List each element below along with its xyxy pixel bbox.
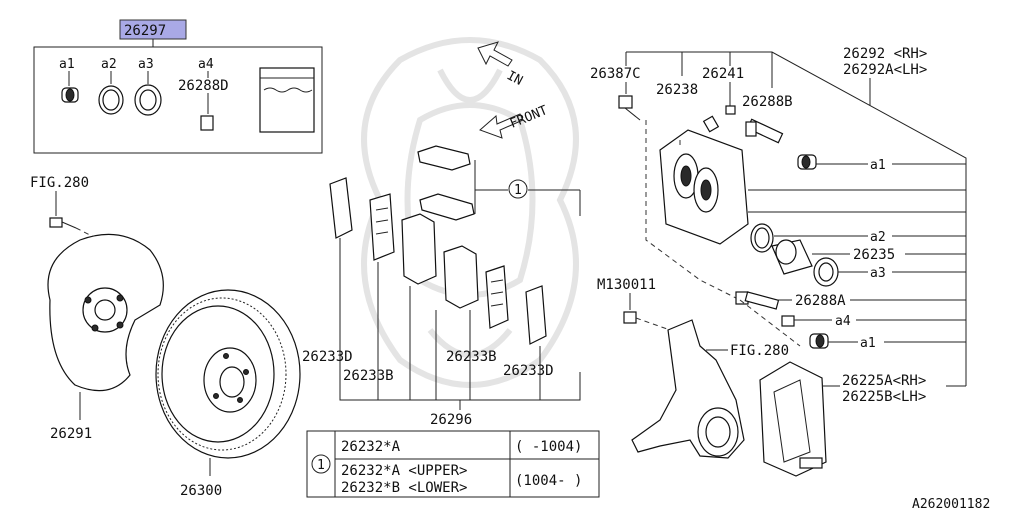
caliper-body-part [659, 129, 749, 245]
shim-b-left [369, 193, 395, 261]
kit-a3-label: a3 [138, 57, 154, 72]
brake-pad-outer [443, 245, 479, 309]
diagram-code: A262001182 [912, 497, 990, 512]
kit-part-number: 26297 [124, 23, 166, 39]
brake-rotor-part [155, 289, 301, 459]
pad-table-row1-range: ( -1004) [515, 439, 582, 455]
pad-set-number: 26296 [430, 412, 472, 428]
in-arrow-icon [477, 41, 513, 67]
kit-pin-label: 26288D [178, 78, 229, 94]
caliper-a4-label: a4 [835, 314, 851, 329]
shim-b-right-number: 26233B [446, 349, 497, 365]
backing-plate-part [47, 233, 164, 392]
pad-table-row2-upper: 26232*A <UPPER> [341, 463, 467, 479]
steering-knuckle-part [631, 319, 745, 459]
guide-pin-b-part [745, 118, 784, 144]
kit-piston-boot-part [134, 84, 162, 116]
caliper-boot-a1-part [797, 154, 817, 170]
backing-plate-number: 26291 [50, 426, 92, 442]
kit-a1-label: a1 [59, 57, 75, 72]
caliper-a4-sleeve-part [781, 315, 795, 327]
bolt-26387c-number: 26387C [590, 66, 641, 82]
front-arrow-icon [479, 113, 524, 139]
pad-group-ref-circle [508, 179, 528, 199]
pad-group-ref: 1 [514, 183, 522, 198]
piston-number: 26235 [853, 247, 895, 263]
support-lh-number: 26225B<LH> [842, 389, 926, 405]
shim-b-left-number: 26233B [343, 368, 394, 384]
caliper-lh-number: 26292A<LH> [843, 62, 927, 78]
cap-part [702, 115, 720, 133]
support-rh-number: 26225A<RH> [842, 373, 926, 389]
in-direction-label: IN [504, 68, 525, 89]
caliper-support-part [759, 361, 827, 477]
kit-grease-packet [259, 67, 315, 133]
bleeder-part [725, 105, 736, 115]
piston-part [771, 239, 813, 275]
caliper-a2-label: a2 [870, 230, 886, 245]
shim-b-right [485, 265, 509, 329]
caliper-a1-label: a1 [870, 158, 886, 173]
kit-a2-label: a2 [101, 57, 117, 72]
fig280-top-label[interactable]: FIG.280 [30, 175, 89, 191]
pad-table-row1-part: 26232*A [341, 439, 401, 455]
kit-boot-part [61, 87, 79, 103]
pin-26288a-number: 26288A [795, 293, 846, 309]
kit-box [33, 46, 323, 154]
bolt-m130011-number: M130011 [597, 277, 656, 293]
anti-squeal-clips [417, 145, 475, 221]
shim-d-left-number: 26233D [302, 349, 353, 365]
front-direction-label: FRONT [508, 103, 550, 132]
kit-seal-ring-part [98, 85, 124, 115]
fig280-knuckle-label[interactable]: FIG.280 [730, 343, 789, 359]
pin-26288b-number: 26288B [742, 94, 793, 110]
caliper-lower-boot-a1-part [809, 333, 829, 349]
pad-table-row2-lower: 26232*B <LOWER> [341, 480, 467, 496]
pad-application-table [306, 430, 600, 498]
kit-a4-label: a4 [198, 57, 214, 72]
shim-d-right-number: 26233D [503, 363, 554, 379]
pad-table-row2-range: (1004- ) [515, 473, 582, 489]
shim-d-right [525, 285, 547, 345]
bleeder-26241-number: 26241 [702, 66, 744, 82]
brake-pad-inner [401, 213, 437, 285]
caliper-bolt-part [618, 95, 633, 109]
caliper-rh-number: 26292 <RH> [843, 46, 927, 62]
caliper-a1-lower-label: a1 [860, 336, 876, 351]
shim-d-left [329, 177, 353, 239]
cap-26238-number: 26238 [656, 82, 698, 98]
guide-pin-a-part [735, 291, 780, 310]
caliper-a3-label: a3 [870, 266, 886, 281]
support-bolt-part [623, 311, 637, 324]
kit-pin-part [200, 115, 214, 131]
pad-table-ref: 1 [317, 458, 325, 473]
rotor-number: 26300 [180, 483, 222, 499]
